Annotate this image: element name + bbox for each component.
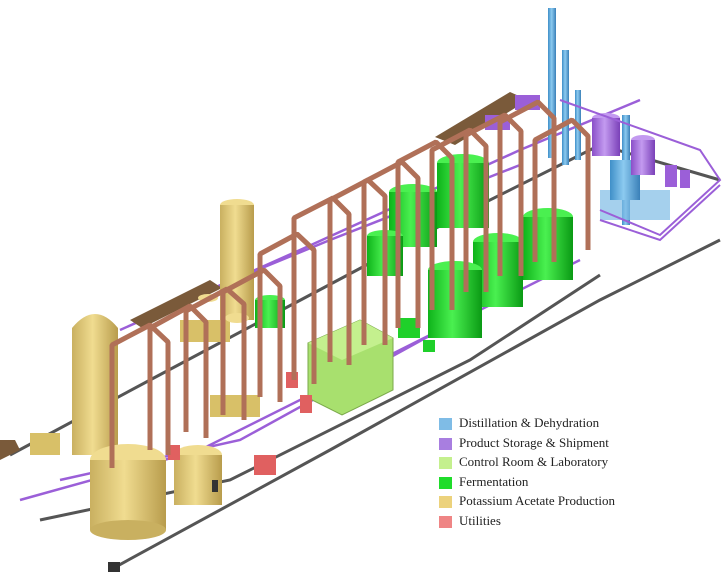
legend-item-utilities: Utilities: [439, 512, 679, 532]
legend-label: Potassium Acetate Production: [459, 493, 615, 509]
legend-swatch: [439, 515, 452, 528]
legend-item-distillation: Distillation & Dehydration: [439, 414, 679, 434]
fermenter-tank: [437, 154, 489, 228]
storage-tank-small: [174, 445, 222, 505]
legend-swatch: [439, 457, 452, 470]
legend-swatch: [439, 496, 452, 509]
legend-label: Control Room & Laboratory: [459, 454, 609, 470]
legend-swatch: [439, 418, 452, 430]
legend-label: Fermentation: [459, 473, 529, 489]
legend-item-product-storage: Product Storage & Shipment: [439, 434, 679, 454]
scrubber-tower: [72, 314, 118, 455]
legend-label: Distillation & Dehydration: [459, 415, 600, 430]
legend: Distillation & Dehydration Product Stora…: [439, 414, 679, 532]
legend-label: Utilities: [459, 512, 501, 528]
roof-slabs: [0, 92, 528, 460]
legend-item-control-room: Control Room & Laboratory: [439, 453, 679, 473]
legend-swatch: [439, 476, 452, 489]
fermenter-tank: [428, 261, 482, 338]
legend-item-potassium-acetate: Potassium Acetate Production: [439, 492, 679, 512]
fermenter-tank: [523, 208, 573, 280]
distillation-platform: [559, 99, 722, 242]
potassium-acetate-area: [30, 199, 260, 540]
legend-item-fermentation: Fermentation: [439, 473, 679, 493]
storage-tank-large: [90, 444, 166, 540]
legend-swatch: [439, 437, 452, 450]
ground-markers: [108, 480, 218, 572]
structural-frames: [109, 99, 591, 468]
legend-label: Product Storage & Shipment: [459, 434, 609, 450]
